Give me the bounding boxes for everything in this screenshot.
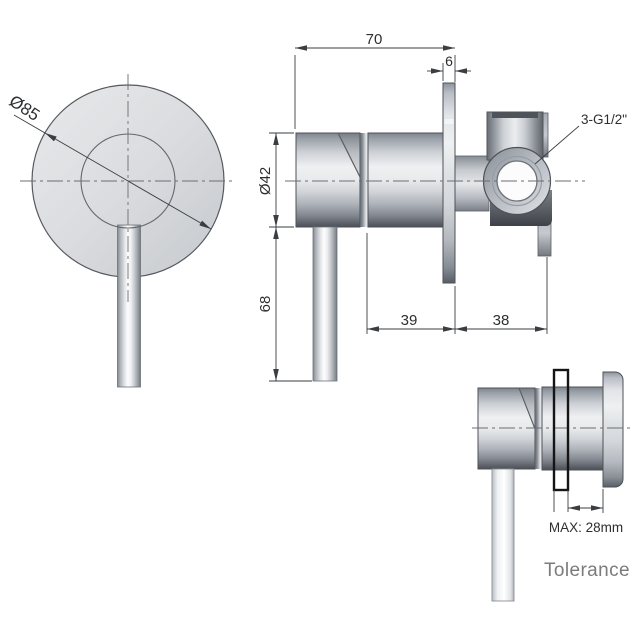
dim-6-label: 6 — [445, 53, 453, 69]
dim-max-label: MAX: 28mm — [549, 520, 623, 535]
side-view: 70 6 Ø42 68 39 38 3-G1/2" — [257, 31, 627, 382]
dim-dia85-label: Ø85 — [6, 91, 43, 124]
handle-groove — [360, 133, 368, 227]
wall-flange-tolerance — [602, 371, 624, 488]
front-view: Ø85 — [6, 74, 236, 388]
tolerance-zone-box — [552, 368, 570, 492]
tolerance-view: MAX: 28mm Tolerance — [472, 368, 633, 602]
handle-groove-tolerance — [535, 388, 542, 469]
dim-42-label: Ø42 — [257, 167, 274, 195]
dim-70-label: 70 — [366, 31, 383, 48]
thread-label: 3-G1/2" — [581, 112, 627, 127]
wall-flange — [442, 82, 456, 284]
dim-68-label: 68 — [257, 296, 274, 313]
thread-leader-line — [534, 125, 580, 165]
handle-taper-line-tolerance — [518, 387, 536, 430]
mixer-body-tolerance — [541, 386, 604, 471]
wall-flange-highlight — [444, 119, 454, 124]
dim-39-label: 39 — [401, 312, 418, 329]
handle-stem-side — [312, 226, 338, 382]
handle-hub-tolerance — [477, 387, 536, 470]
mixer-body-side — [367, 132, 444, 228]
dim-dia85-tail — [13, 114, 46, 134]
handle-hub-side — [295, 132, 361, 228]
handle-stem-tolerance — [491, 468, 515, 602]
tolerance-caption: Tolerance — [544, 560, 630, 581]
handle-taper-line — [337, 132, 361, 178]
inlet-port-bore — [492, 112, 538, 118]
dim-dia85-line — [44, 132, 212, 230]
dim-38-label: 38 — [493, 312, 510, 329]
handle-stem-front — [117, 224, 141, 388]
